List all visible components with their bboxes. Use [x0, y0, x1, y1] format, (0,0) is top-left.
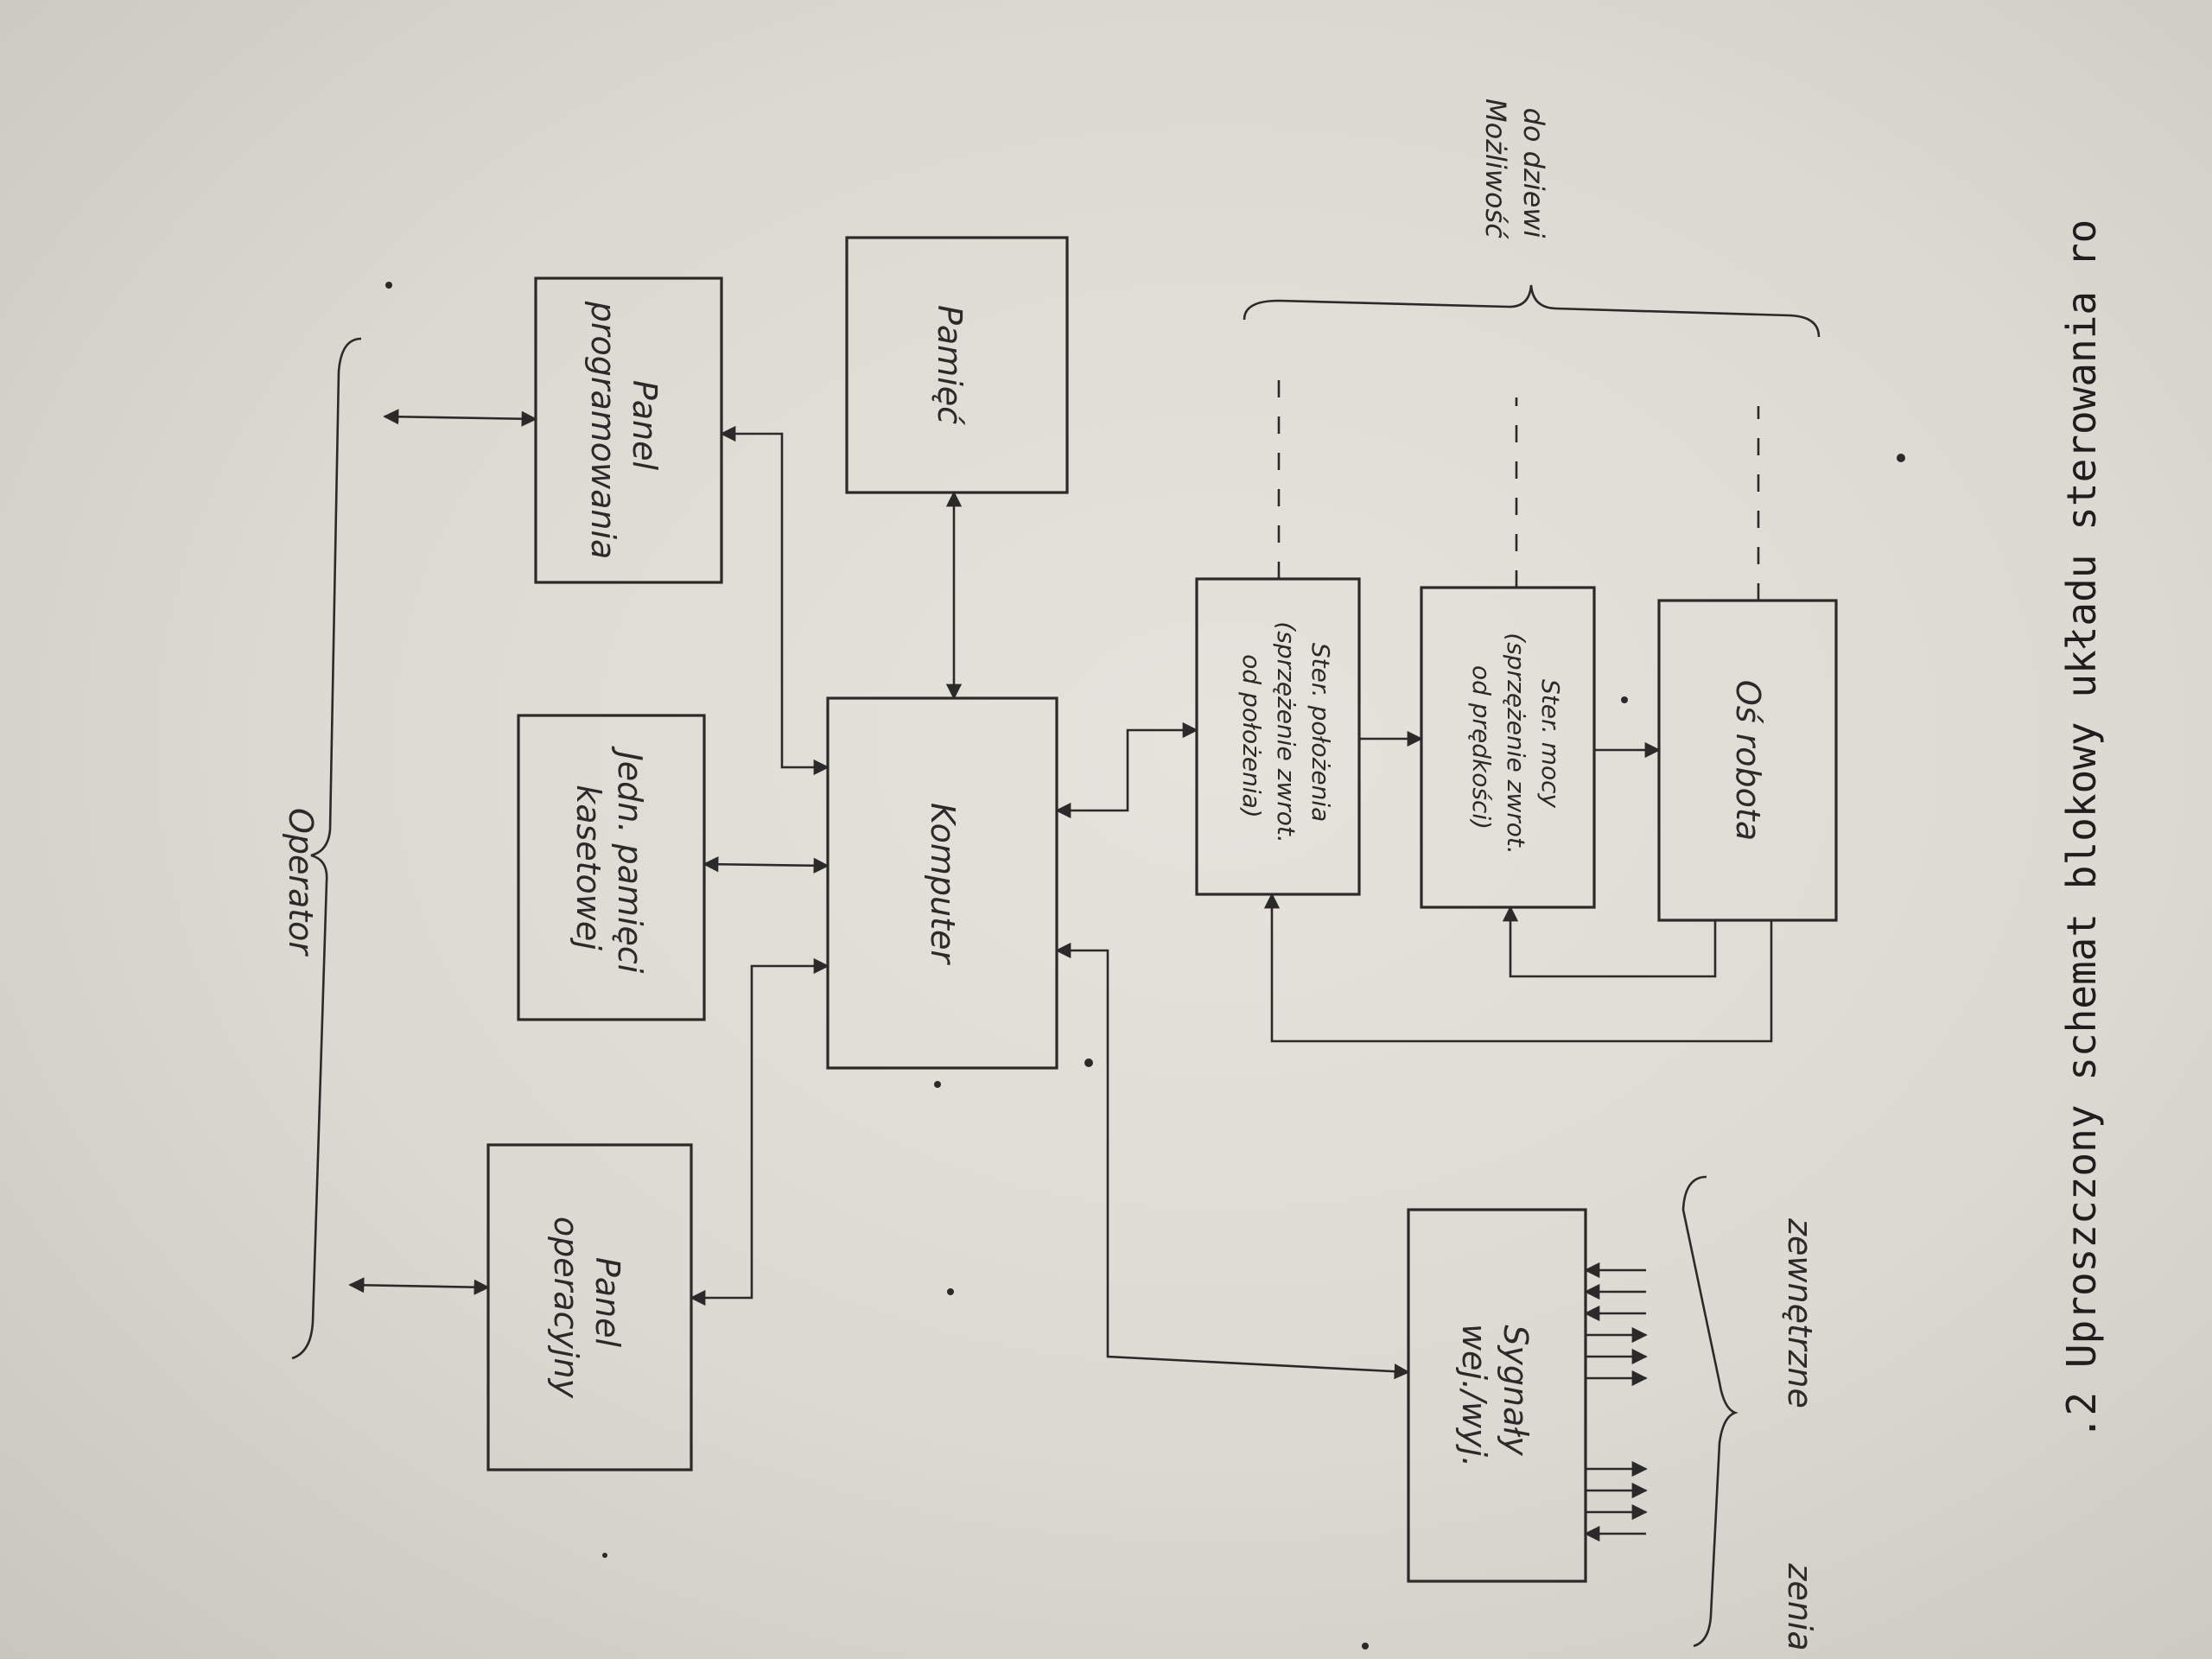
block-label-line: (sprzężenie zwrot. — [1272, 621, 1300, 842]
speck — [602, 1553, 607, 1558]
block-ster-mocy: Ster. mocy (sprzężenie zwrot. od prędkoś… — [1420, 586, 1596, 909]
external-devices-label-line2: zewnętrzne — [1781, 1217, 1819, 1408]
block-label-line: wej./wyj. — [1455, 1324, 1493, 1467]
expansion-brace — [1243, 284, 1821, 338]
speck — [385, 282, 392, 289]
svg-text:Panel operacyjny: Panel operacyjny — [547, 1217, 626, 1399]
connector-panel-programowania-komputer — [720, 425, 830, 776]
svg-text:Panel programowania: Panel programowania — [584, 301, 664, 560]
operator-brace — [291, 337, 362, 1360]
block-label-line: Ster. położenia — [1306, 643, 1335, 822]
block-label-line: Sygnały — [1497, 1325, 1535, 1456]
block-pamiec: Pamięć — [845, 236, 1069, 494]
block-os-robota: Oś robota — [1657, 599, 1838, 922]
connector-panel-operacyjny-komputer — [690, 957, 830, 1306]
block-label-line: programowania — [584, 301, 622, 560]
external-devices-brace — [1681, 1175, 1738, 1648]
block-label-line: operacyjny — [547, 1217, 585, 1399]
external-signal-arrows — [1584, 1262, 1648, 1542]
block-label-line: Panel — [588, 1257, 626, 1348]
speck — [1897, 454, 1905, 462]
speck — [934, 1081, 941, 1088]
block-label-line: (sprzężenie zwrot. — [1502, 632, 1530, 854]
block-jedn-pamieci: Jedn. pamięci kasetowej — [517, 714, 706, 1021]
svg-text:Jedn. pamięci kasetowej: Jedn. pamięci kasetowej — [569, 746, 649, 984]
block-label-line: od prędkości) — [1467, 665, 1496, 830]
connector-operator-panel-programowania — [383, 409, 537, 427]
connector-operator-panel-operacyjny — [348, 1277, 490, 1295]
feedback-os-robota-ster-mocy — [1502, 906, 1717, 978]
connector-jedn-pamieci-komputer — [702, 856, 830, 874]
speck — [1621, 696, 1628, 703]
expansion-note: Możliwość do dziewi — [1479, 99, 1550, 247]
block-label-line: kasetowej — [569, 785, 607, 950]
block-label-line: od położenia) — [1237, 654, 1266, 817]
operator-label: Operator — [282, 808, 320, 957]
block-ster-polozenia: Ster. położenia (sprzężenie zwrot. od po… — [1195, 577, 1361, 896]
block-label-line: Jedn. pamięci — [611, 746, 649, 974]
block-label-line: Pamięć — [931, 305, 969, 426]
block-panel-programowania: Panel programowania — [534, 276, 723, 584]
external-devices-label-line1: zenia — [1781, 1562, 1819, 1650]
block-sygnaly: Sygnały wej./wyj. — [1407, 1208, 1587, 1583]
block-label-line: Komputer — [924, 803, 962, 965]
svg-text:Komputer: Komputer — [924, 803, 962, 965]
block-label-line: Oś robota — [1729, 680, 1767, 841]
svg-text:Pamięć: Pamięć — [931, 305, 969, 426]
expansion-note-line: do dziewi — [1517, 108, 1550, 238]
speck — [1362, 1643, 1369, 1649]
connector-komputer-sygnaly — [1055, 942, 1410, 1380]
figure-caption: .2 Uproszczony schemat blokowy układu st… — [2058, 219, 2105, 1440]
block-komputer: Komputer — [826, 696, 1058, 1070]
connector-komputer-ster-polozenia — [1055, 721, 1198, 819]
block-panel-operacyjny: Panel operacyjny — [486, 1143, 693, 1471]
svg-text:Oś robota: Oś robota — [1729, 680, 1767, 841]
block-label-line: Panel — [626, 380, 664, 471]
svg-text:Ster. mocy (sprzężenie z: Ster. mocy (sprzężenie zwrot. od prędkoś… — [1467, 632, 1565, 861]
svg-text:Sygnały wej./wyj.: Sygnały wej./wyj. — [1455, 1324, 1535, 1467]
block-label-line: Ster. mocy — [1536, 679, 1565, 809]
svg-text:Ster. położenia (sprzęże: Ster. położenia (sprzężenie zwrot. od po… — [1237, 621, 1335, 850]
expansion-note-line: Możliwość — [1479, 99, 1512, 239]
speck — [947, 1288, 954, 1295]
speck — [1084, 1058, 1093, 1067]
feedback-os-robota-ster-polozenia — [1263, 893, 1773, 1043]
